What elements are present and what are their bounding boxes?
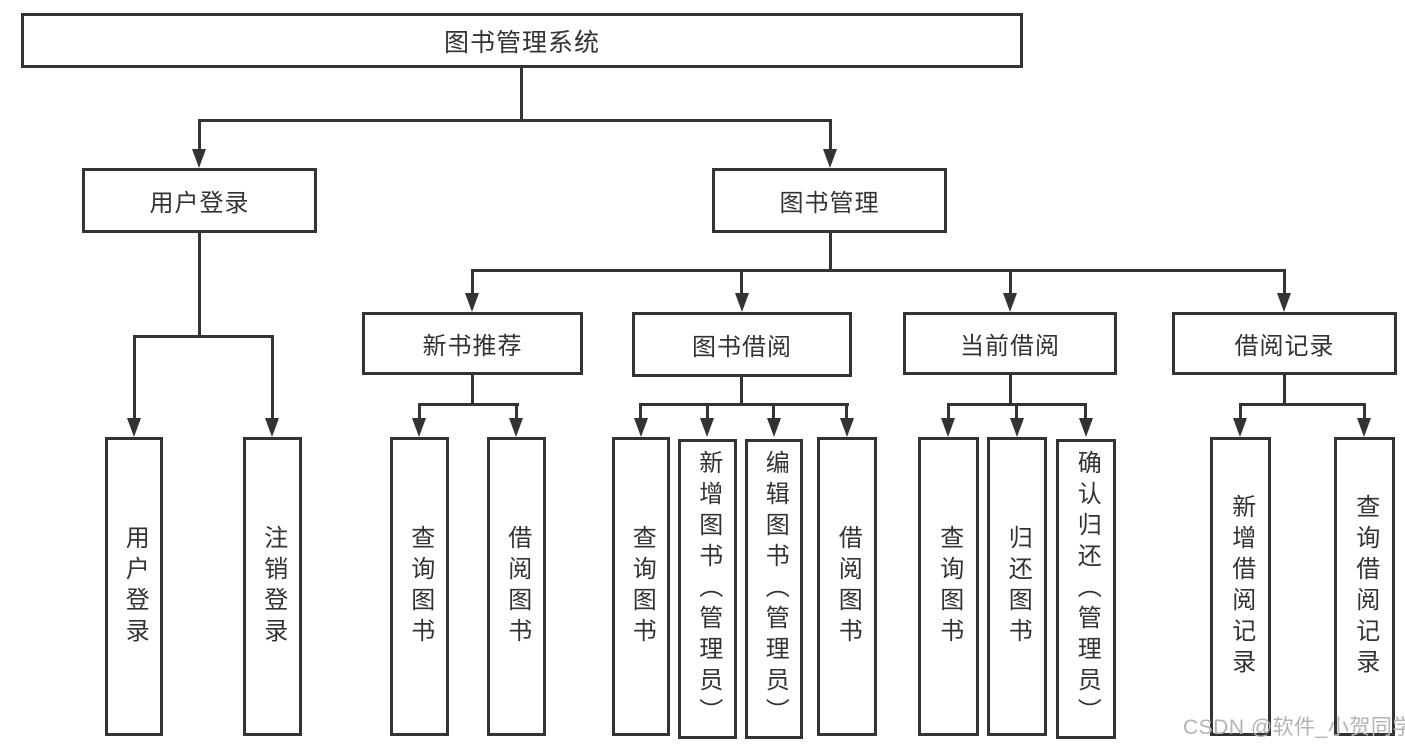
leaf-query-books-borrowing: 查询图书 bbox=[612, 437, 670, 736]
connector-line bbox=[740, 269, 743, 296]
leaf-confirm-return-admin: 确认归还（管理员） bbox=[1056, 439, 1116, 739]
connector-line bbox=[271, 335, 274, 420]
connector-arrowhead bbox=[1010, 418, 1024, 437]
connector-arrowhead bbox=[1277, 293, 1291, 312]
leaf-add-borrow-record: 新增借阅记录 bbox=[1210, 437, 1271, 736]
connector-line bbox=[706, 403, 709, 421]
node-user-login: 用户登录 bbox=[82, 168, 317, 233]
node-book-management: 图书管理 bbox=[712, 168, 947, 233]
connector-line bbox=[829, 233, 832, 272]
connector-arrowhead bbox=[412, 418, 426, 437]
connector-line bbox=[1084, 403, 1087, 421]
connector-arrowhead bbox=[192, 149, 206, 168]
connector-line bbox=[418, 403, 519, 406]
leaf-logout-login: 注销登录 bbox=[243, 437, 302, 736]
connector-arrowhead bbox=[767, 418, 781, 437]
connector-line bbox=[418, 403, 421, 421]
connector-arrowhead bbox=[127, 418, 141, 437]
connector-line bbox=[1363, 403, 1366, 421]
leaf-query-borrow-record: 查询借阅记录 bbox=[1334, 437, 1395, 736]
leaf-add-books-admin: 新增图书（管理员） bbox=[678, 439, 737, 739]
connector-arrowhead bbox=[735, 293, 749, 312]
connector-arrowhead bbox=[941, 418, 955, 437]
connector-line bbox=[639, 403, 642, 421]
leaf-edit-books-admin: 编辑图书（管理员） bbox=[745, 439, 803, 739]
connector-line bbox=[471, 375, 474, 406]
connector-line bbox=[740, 377, 743, 406]
connector-arrowhead bbox=[700, 418, 714, 437]
connector-line bbox=[520, 68, 523, 122]
connector-arrowhead bbox=[509, 418, 523, 437]
leaf-return-books: 归还图书 bbox=[987, 437, 1047, 736]
connector-line bbox=[1009, 375, 1012, 406]
connector-arrowhead bbox=[1233, 418, 1247, 437]
connector-arrowhead bbox=[465, 293, 479, 312]
connector-line bbox=[1239, 403, 1366, 406]
connector-line bbox=[515, 403, 518, 421]
connector-line bbox=[845, 403, 848, 421]
connector-line bbox=[133, 335, 136, 420]
connector-arrowhead bbox=[823, 149, 837, 168]
leaf-query-books-recommend: 查询图书 bbox=[390, 437, 449, 736]
connector-line bbox=[133, 335, 274, 338]
node-book-borrowing: 图书借阅 bbox=[632, 312, 852, 377]
connector-arrowhead bbox=[1357, 418, 1371, 437]
connector-line bbox=[198, 119, 201, 152]
leaf-borrow-books: 借阅图书 bbox=[817, 437, 877, 736]
connector-line bbox=[829, 119, 832, 152]
connector-line bbox=[1015, 403, 1018, 421]
node-current-borrowing: 当前借阅 bbox=[903, 312, 1117, 375]
connector-arrowhead bbox=[840, 418, 854, 437]
connector-line bbox=[1009, 269, 1012, 296]
connector-arrowhead bbox=[634, 418, 648, 437]
connector-arrowhead bbox=[1079, 418, 1093, 437]
connector-line bbox=[639, 403, 849, 406]
connector-line bbox=[1283, 374, 1286, 406]
leaf-borrow-books-recommend: 借阅图书 bbox=[487, 437, 546, 736]
node-new-book-recommend: 新书推荐 bbox=[362, 312, 583, 375]
connector-line bbox=[772, 403, 775, 421]
connector-arrowhead bbox=[265, 418, 279, 437]
connector-line bbox=[198, 119, 832, 122]
watermark: CSDN @软件_小贺同学 bbox=[1183, 716, 1405, 739]
connector-line bbox=[471, 269, 1286, 272]
leaf-query-books-current: 查询图书 bbox=[918, 437, 979, 736]
leaf-user-login: 用户登录 bbox=[105, 437, 163, 736]
connector-line bbox=[1239, 403, 1242, 421]
connector-arrowhead bbox=[1003, 293, 1017, 312]
connector-line bbox=[947, 403, 950, 421]
connector-line bbox=[198, 233, 201, 338]
connector-line bbox=[471, 269, 474, 296]
node-library-management-system: 图书管理系统 bbox=[21, 13, 1023, 68]
connector-line bbox=[1283, 269, 1286, 296]
node-borrow-records: 借阅记录 bbox=[1172, 312, 1397, 375]
